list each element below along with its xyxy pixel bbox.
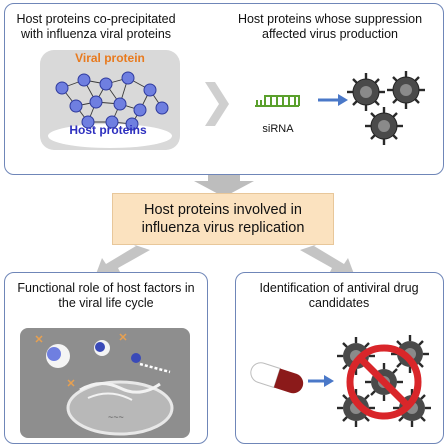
sirna-icon [255, 95, 300, 107]
top-right-title: Host proteins whose suppression affected… [237, 12, 423, 41]
center-box: Host proteins involved in influenza viru… [112, 193, 334, 245]
blue-arrow-icon [308, 375, 334, 387]
center-box-text: Host proteins involved in influenza viru… [141, 202, 305, 236]
down-right-arrow-icon [300, 244, 354, 276]
pill-icon [250, 362, 304, 394]
protein-network [40, 50, 180, 150]
no-sign-icon [346, 344, 422, 420]
blocked-virus-cluster [337, 335, 431, 427]
down-left-arrow-icon [96, 244, 150, 276]
virus-icon [387, 71, 425, 109]
virus-icon [365, 107, 403, 145]
blue-arrow-icon [318, 94, 348, 106]
top-left-title: Host proteins co-precipitated with influ… [16, 12, 176, 41]
bottom-right-title: Identification of antiviral drug candida… [259, 281, 419, 310]
host-proteins-label: Host proteins [69, 123, 147, 137]
down-arrow-icon [194, 175, 254, 197]
bottom-left-title: Functional role of host factors in the v… [17, 281, 195, 310]
right-arrow-icon [205, 82, 229, 126]
virus-icon [347, 73, 385, 111]
svg-text:~~~: ~~~ [108, 412, 124, 422]
cell-illustration: ~~~ [20, 328, 190, 438]
viral-protein-label: Viral protein [75, 51, 145, 65]
sirna-label: siRNA [262, 123, 294, 135]
